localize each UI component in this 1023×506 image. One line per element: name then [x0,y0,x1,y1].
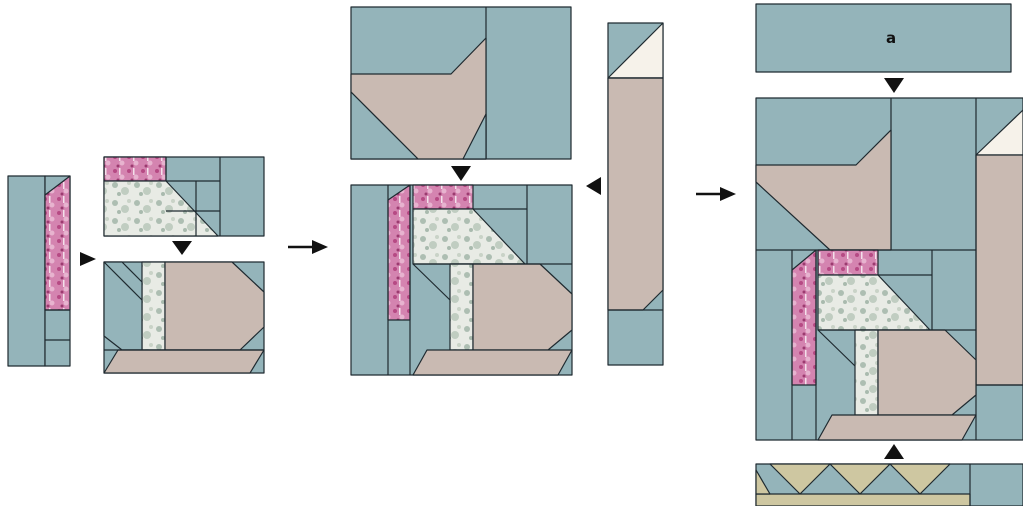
arrow-right-icon [696,187,736,201]
trunk-unit [103,261,265,374]
arrow-right-icon [288,240,328,254]
arrow-left-icon [586,177,601,195]
strip-a [755,3,1012,73]
tree-crown-unit [103,156,265,237]
final-block [755,97,1023,441]
tall-strip-unit [607,22,664,366]
arrow-up-icon [884,444,904,459]
left-strip-unit [7,175,71,367]
bottom-border-strip [755,463,1023,506]
arrow-down-icon [451,166,471,181]
arrow-down-icon [884,78,904,93]
strip-label: a [886,29,896,47]
arrow-right-icon [80,252,96,266]
top-block-unit [350,6,572,160]
assembled-tree-unit [350,184,573,376]
arrow-down-icon [172,241,192,255]
